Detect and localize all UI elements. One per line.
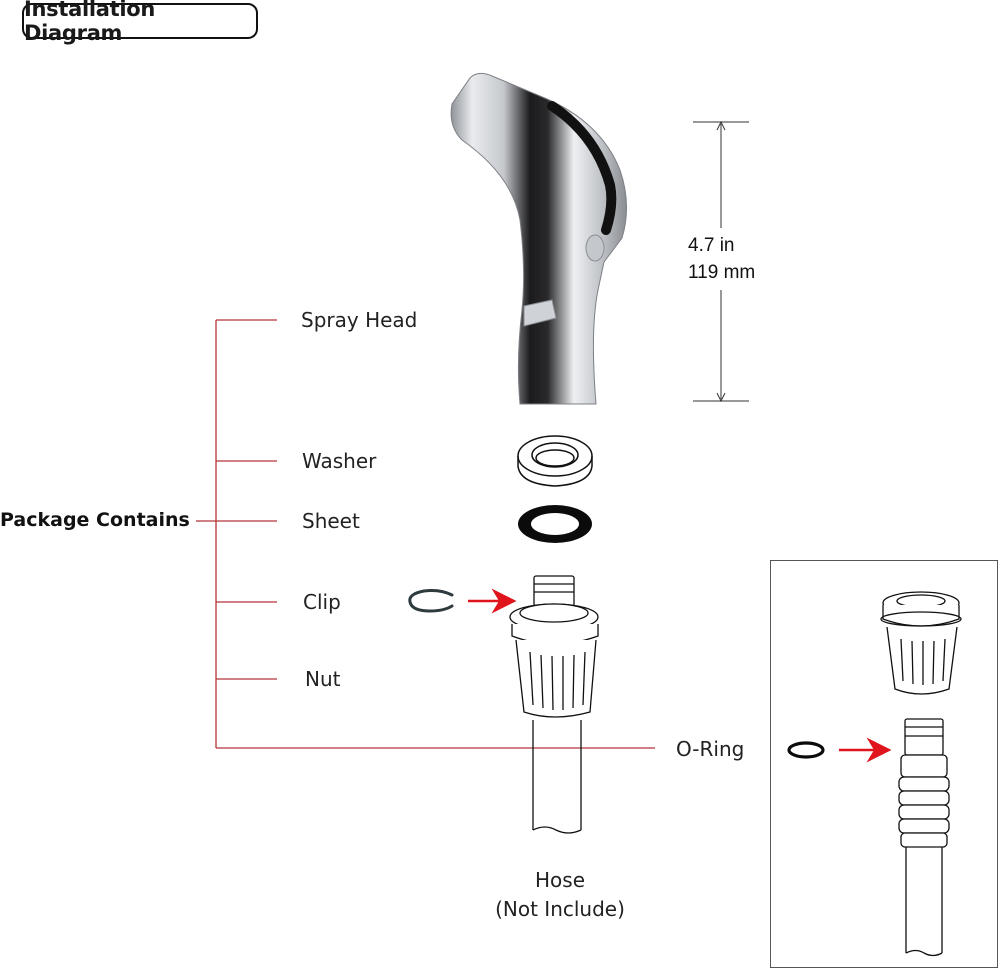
dimension-metric: 119 mm — [688, 262, 756, 283]
nut-icon — [509, 575, 599, 718]
part-label-spray-head: Spray Head — [301, 308, 418, 332]
hose-title: Hose — [535, 868, 585, 892]
part-label-clip: Clip — [303, 590, 341, 614]
o-ring-inset-drawing — [787, 591, 962, 957]
o-ring-icon — [787, 741, 825, 759]
diagram-title: Installation Diagram — [22, 0, 258, 45]
part-label-sheet: Sheet — [302, 509, 360, 533]
part-label-washer: Washer — [302, 449, 377, 473]
sheet-icon — [518, 505, 592, 543]
dimension-label: 4.7 in 119 mm — [688, 232, 755, 286]
package-contains-label: Package Contains — [0, 509, 190, 531]
dimension-imperial: 4.7 in — [688, 235, 735, 256]
inset-hose-fitting-icon — [898, 718, 950, 957]
part-label-nut: Nut — [305, 667, 341, 691]
spray-head-icon — [450, 72, 628, 405]
hose-note: (Not Include) — [495, 897, 625, 921]
o-ring-inset-panel — [770, 560, 998, 968]
clip-icon — [408, 589, 454, 613]
hose-icon — [532, 720, 582, 834]
hose-label: Hose (Not Include) — [470, 866, 650, 924]
part-label-o-ring: O-Ring — [676, 737, 745, 761]
dimension-marker — [693, 120, 749, 403]
leader-lines — [196, 319, 655, 749]
inset-nut-icon — [880, 591, 962, 695]
washer-icon — [517, 435, 593, 487]
